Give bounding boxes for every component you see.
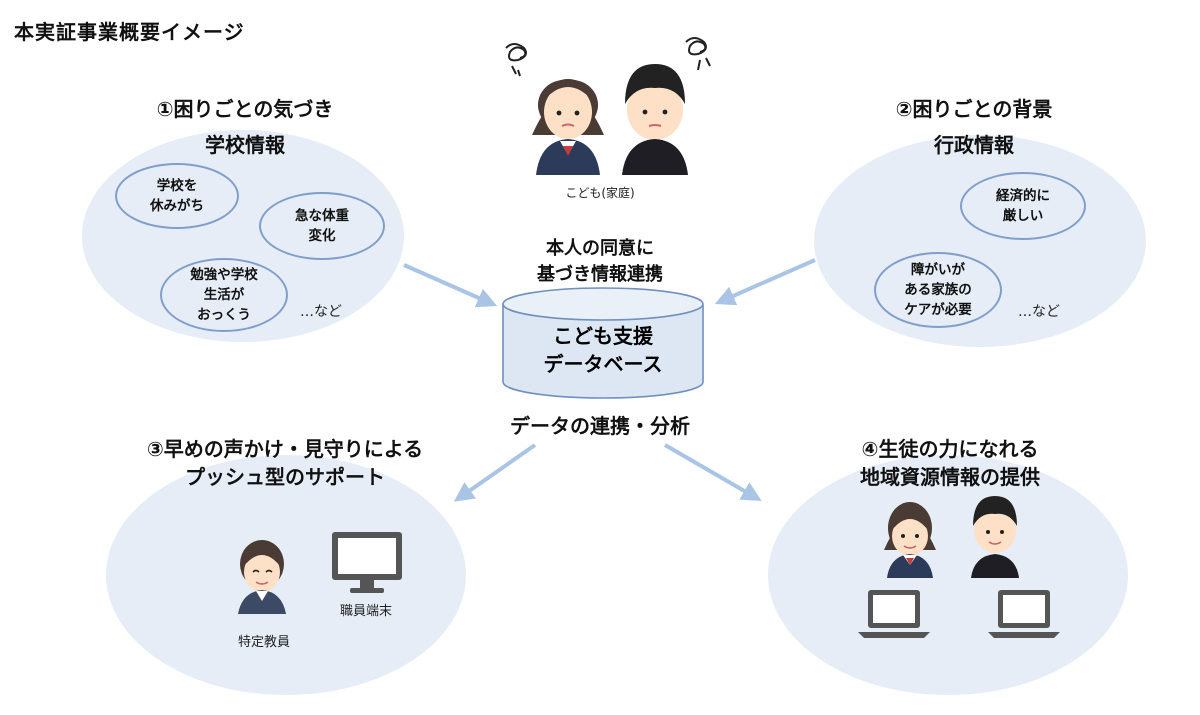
section1-heading: ①困りごとの気づき bbox=[156, 97, 334, 121]
arrow-db-to-resources bbox=[663, 443, 762, 502]
section4-heading-line1: ④生徒の力になれる bbox=[861, 437, 1039, 461]
laptop-icon bbox=[858, 590, 930, 638]
worry-scribble-icon bbox=[685, 37, 711, 71]
section2-etc: …など bbox=[1018, 304, 1060, 320]
local-resource-ellipse bbox=[768, 455, 1128, 695]
bubble-weight-change: 急な体重 変化 bbox=[259, 192, 385, 260]
push-support-ellipse bbox=[106, 455, 466, 695]
database-label-line2: データベース bbox=[544, 352, 663, 376]
arrow-admin-to-db bbox=[714, 258, 816, 306]
bubble-family-care: 障がいが ある家族の ケアが必要 bbox=[874, 252, 1002, 328]
consent-line1: 本人の同意に bbox=[546, 238, 654, 259]
teacher-icon bbox=[238, 540, 286, 614]
girl-student-icon bbox=[532, 79, 604, 175]
analysis-label: データの連携・分析 bbox=[510, 414, 690, 438]
boy-student-icon bbox=[622, 64, 688, 175]
database-label-line1: こども支援 bbox=[553, 324, 654, 348]
arrow-school-to-db bbox=[403, 263, 498, 308]
bubble-study-reluctant: 勉強や学校 生活が おっくう bbox=[160, 258, 288, 332]
worry-scribble-icon bbox=[505, 43, 527, 77]
section3-heading-line1: ③早めの声かけ・見守りによる bbox=[146, 437, 424, 461]
child-family-caption: こども(家庭) bbox=[565, 186, 635, 200]
bubble-absent: 学校を 休みがち bbox=[115, 163, 239, 229]
laptop-icon bbox=[988, 590, 1060, 638]
section3-heading-line2: プッシュ型のサポート bbox=[185, 465, 385, 489]
girl-student-icon bbox=[884, 502, 936, 578]
teacher-label: 特定教員 bbox=[237, 635, 290, 650]
arrow-db-to-support bbox=[453, 443, 537, 502]
monitor-icon bbox=[332, 532, 402, 593]
bubble-economic: 経済的に 厳しい bbox=[960, 172, 1086, 240]
database-cylinder: こども支援 データベース bbox=[502, 287, 704, 399]
section4-heading-line2: 地域資源情報の提供 bbox=[860, 465, 1040, 489]
page-title: 本実証事業概要イメージ bbox=[14, 20, 245, 44]
section2-subheading: 行政情報 bbox=[934, 133, 1014, 157]
section2-heading: ②困りごとの背景 bbox=[895, 97, 1053, 121]
consent-line2: 基づき情報連携 bbox=[537, 264, 663, 285]
terminal-label: 職員端末 bbox=[339, 604, 392, 619]
section1-subheading: 学校情報 bbox=[205, 133, 285, 157]
boy-student-icon bbox=[971, 496, 1019, 578]
section1-etc: …など bbox=[300, 304, 342, 320]
